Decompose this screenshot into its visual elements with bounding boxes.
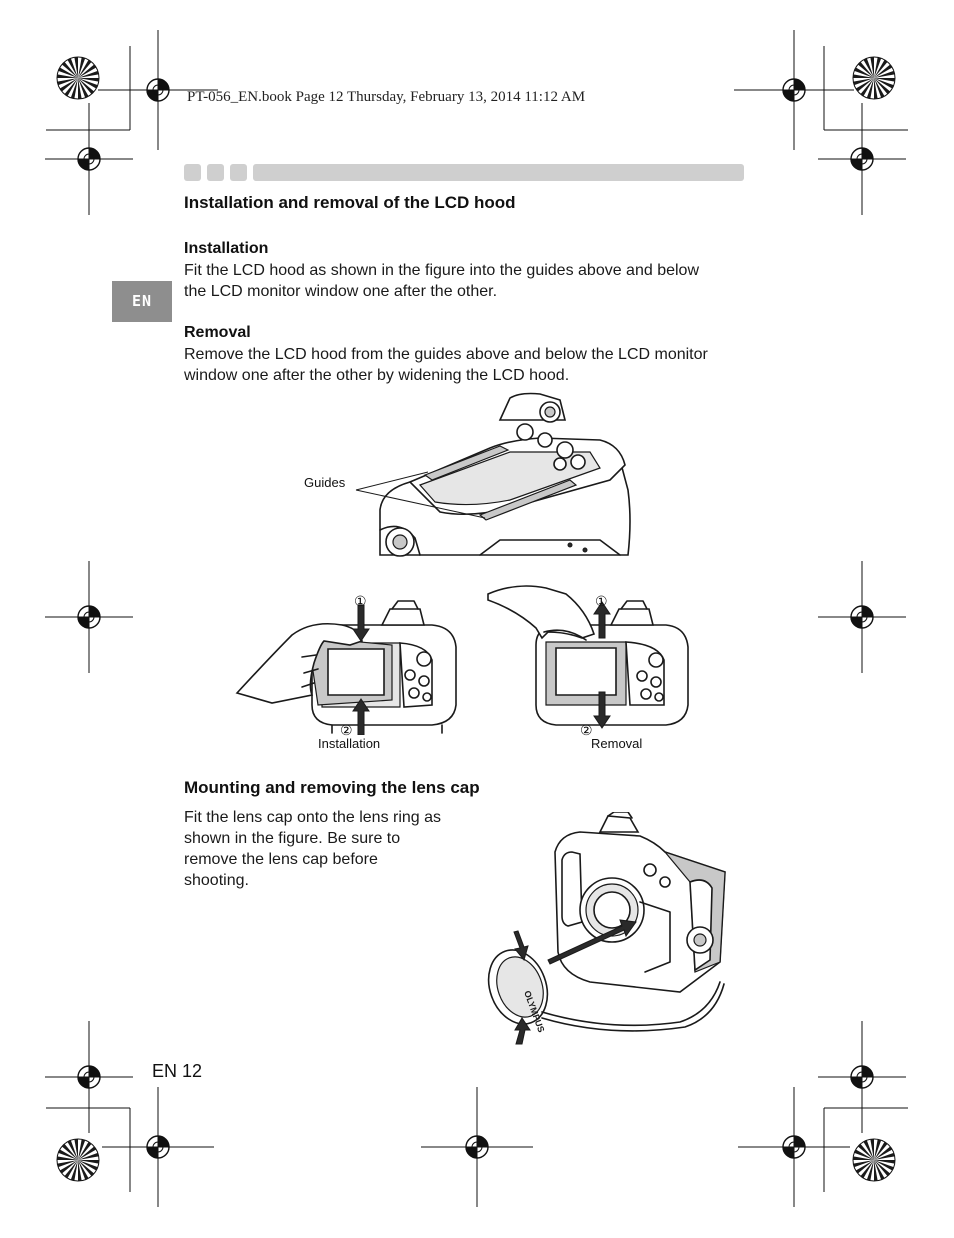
star-target-mark [56, 1138, 100, 1182]
housing-guides-illustration [355, 392, 631, 557]
lens-cap-text-line: shooting. [184, 872, 249, 889]
language-tab: EN [112, 281, 172, 322]
registration-mark [818, 561, 906, 673]
book-header-line: PT-056_EN.book Page 12 Thursday, Februar… [187, 89, 586, 105]
section-bar-long [253, 164, 744, 181]
star-target-mark [852, 1138, 896, 1182]
section-title-lcd-hood: Installation and removal of the LCD hood [184, 193, 516, 212]
removal-step-2: ② [580, 722, 593, 738]
removal-text-line: Remove the LCD hood from the guides abov… [184, 346, 708, 363]
registration-mark [421, 1087, 533, 1207]
lens-cap-text: Fit the lens cap onto the lens ring as s… [184, 807, 484, 891]
installation-illustration [235, 600, 457, 735]
installation-text-line: Fit the LCD hood as shown in the figure … [184, 262, 699, 279]
lens-cap-illustration: OLYMPUS [487, 812, 726, 1045]
section-title-lens-cap: Mounting and removing the lens cap [184, 778, 480, 797]
star-target-mark [56, 56, 100, 100]
registration-mark [102, 1087, 214, 1207]
installation-text: Fit the LCD hood as shown in the figure … [184, 260, 764, 302]
installation-text-line: the LCD monitor window one after the oth… [184, 283, 498, 300]
removal-illustration [487, 585, 689, 729]
star-target-mark [852, 56, 896, 100]
lens-cap-text-line: Fit the lens cap onto the lens ring as [184, 809, 442, 826]
registration-mark [45, 103, 133, 215]
installation-label: Installation [318, 736, 381, 751]
removal-heading: Removal [184, 324, 251, 341]
section-bar-square [230, 164, 247, 181]
installation-step-2: ② [340, 722, 353, 738]
registration-mark [98, 30, 218, 150]
lens-cap-text-line: shown in the figure. Be sure to [184, 830, 401, 847]
registration-mark [45, 561, 133, 673]
installation-step-1: ① [354, 593, 367, 609]
registration-mark [738, 1087, 850, 1207]
section-bar-square [184, 164, 201, 181]
registration-mark [45, 1021, 133, 1133]
removal-text: Remove the LCD hood from the guides abov… [184, 344, 764, 386]
installation-heading: Installation [184, 240, 269, 257]
removal-text-line: window one after the other by widening t… [184, 367, 570, 384]
registration-mark [818, 1021, 906, 1133]
guides-label: Guides [304, 475, 346, 490]
lens-cap-text-line: remove the lens cap before [184, 851, 378, 868]
removal-label: Removal [591, 736, 643, 751]
page-number: EN 12 [152, 1061, 203, 1081]
section-bar-square [207, 164, 224, 181]
removal-step-1: ① [595, 593, 608, 609]
registration-mark [818, 103, 906, 215]
registration-mark [734, 30, 854, 150]
